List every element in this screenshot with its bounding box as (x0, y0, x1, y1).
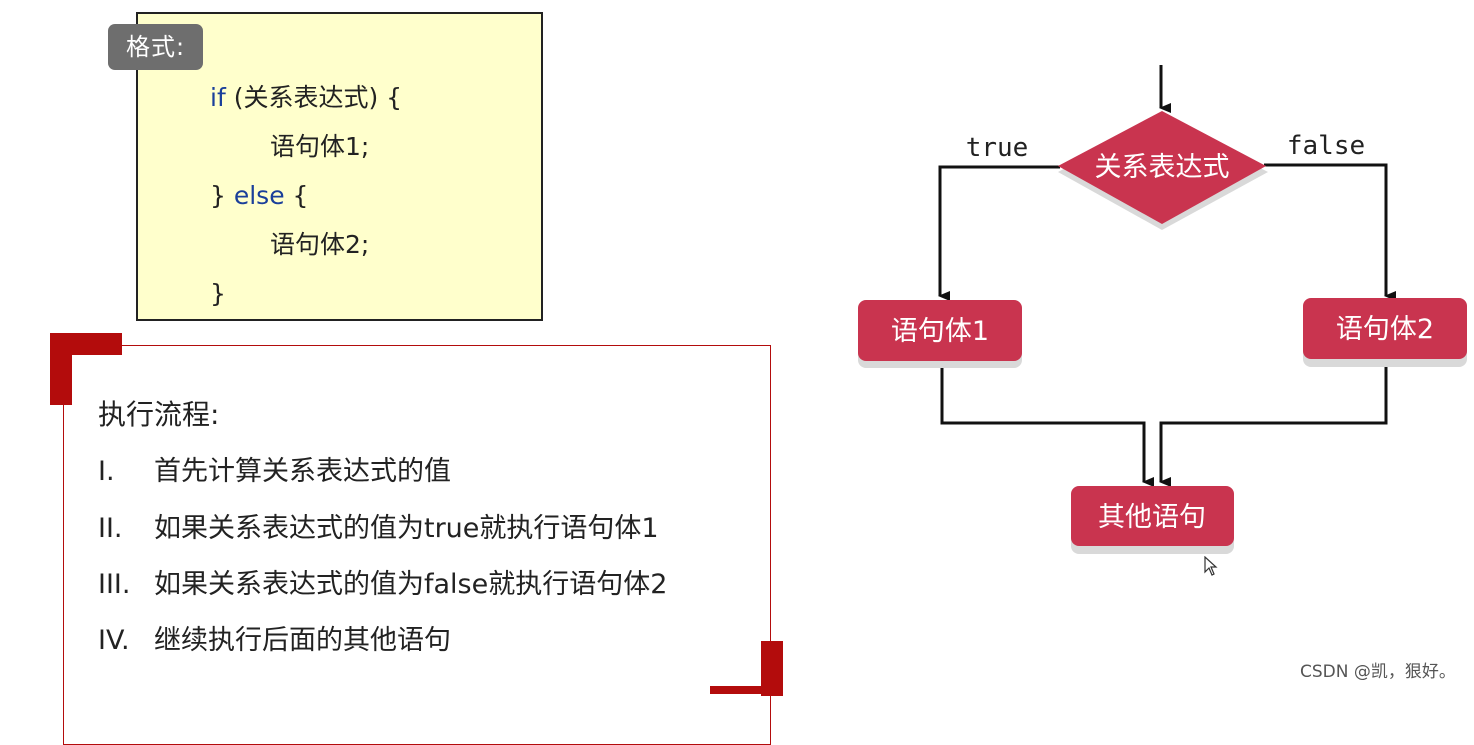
step-number: II. (98, 513, 123, 544)
code-line-body1-text: 语句体1; (270, 132, 370, 161)
step-text: 如果关系表达式的值为false就执行语句体2 (154, 569, 668, 600)
process-step: II. 如果关系表达式的值为true就执行语句体1 (98, 509, 659, 549)
code-line-if: if (关系表达式) { (210, 80, 402, 116)
code-line-if-rest: (关系表达式) { (225, 83, 403, 112)
format-label: 格式: (108, 24, 203, 70)
step-text: 继续执行后面的其他语句 (154, 625, 451, 656)
body2-to-next-line (1159, 358, 1388, 487)
process-step: IV. 继续执行后面的其他语句 (98, 621, 451, 661)
false-branch-line (1264, 163, 1396, 301)
code-keyword-else: else (233, 181, 285, 210)
false-label: false (1287, 131, 1365, 161)
code-line-close-text: } (210, 279, 226, 308)
true-branch-line (938, 165, 1060, 301)
body1-label: 语句体1 (891, 316, 989, 347)
code-line-body1: 语句体1; (270, 129, 369, 165)
body1-to-next-line (940, 358, 1154, 487)
mouse-cursor-icon (1204, 556, 1218, 576)
corner-decoration-bottom-h (710, 686, 783, 694)
body1-node (858, 300, 1022, 361)
code-line-close: } (210, 276, 226, 312)
step-number: III. (98, 569, 131, 600)
code-keyword-if: if (210, 83, 226, 112)
body2-node (1303, 298, 1467, 359)
next-node (1071, 486, 1234, 546)
step-text: 如果关系表达式的值为true就执行语句体1 (154, 513, 659, 544)
true-label: true (966, 133, 1029, 163)
condition-diamond (1058, 111, 1266, 224)
code-format-box (136, 12, 543, 321)
process-step: I. 首先计算关系表达式的值 (98, 452, 451, 492)
code-line-body2-text: 语句体2; (270, 230, 370, 259)
step-number: I. (98, 456, 115, 487)
body2-label: 语句体2 (1336, 314, 1434, 345)
step-number: IV. (98, 625, 130, 656)
step-text: 首先计算关系表达式的值 (154, 456, 451, 487)
next-label: 其他语句 (1098, 502, 1206, 533)
process-title: 执行流程: (98, 398, 220, 431)
csdn-watermark: CSDN @凯，狠好。 (1300, 662, 1456, 682)
corner-decoration-bottom-v (761, 641, 783, 696)
code-line-else-rest: { (284, 181, 309, 210)
process-step: III. 如果关系表达式的值为false就执行语句体2 (98, 565, 667, 605)
code-line-else: } else { (210, 178, 308, 214)
if-else-flowchart: 关系表达式 true false 语句体1 语句体2 其他语句 (858, 65, 1467, 554)
corner-decoration-top-v (50, 333, 72, 405)
code-line-else-pre: } (210, 181, 234, 210)
code-line-body2: 语句体2; (270, 227, 369, 263)
condition-label: 关系表达式 (1095, 152, 1230, 183)
